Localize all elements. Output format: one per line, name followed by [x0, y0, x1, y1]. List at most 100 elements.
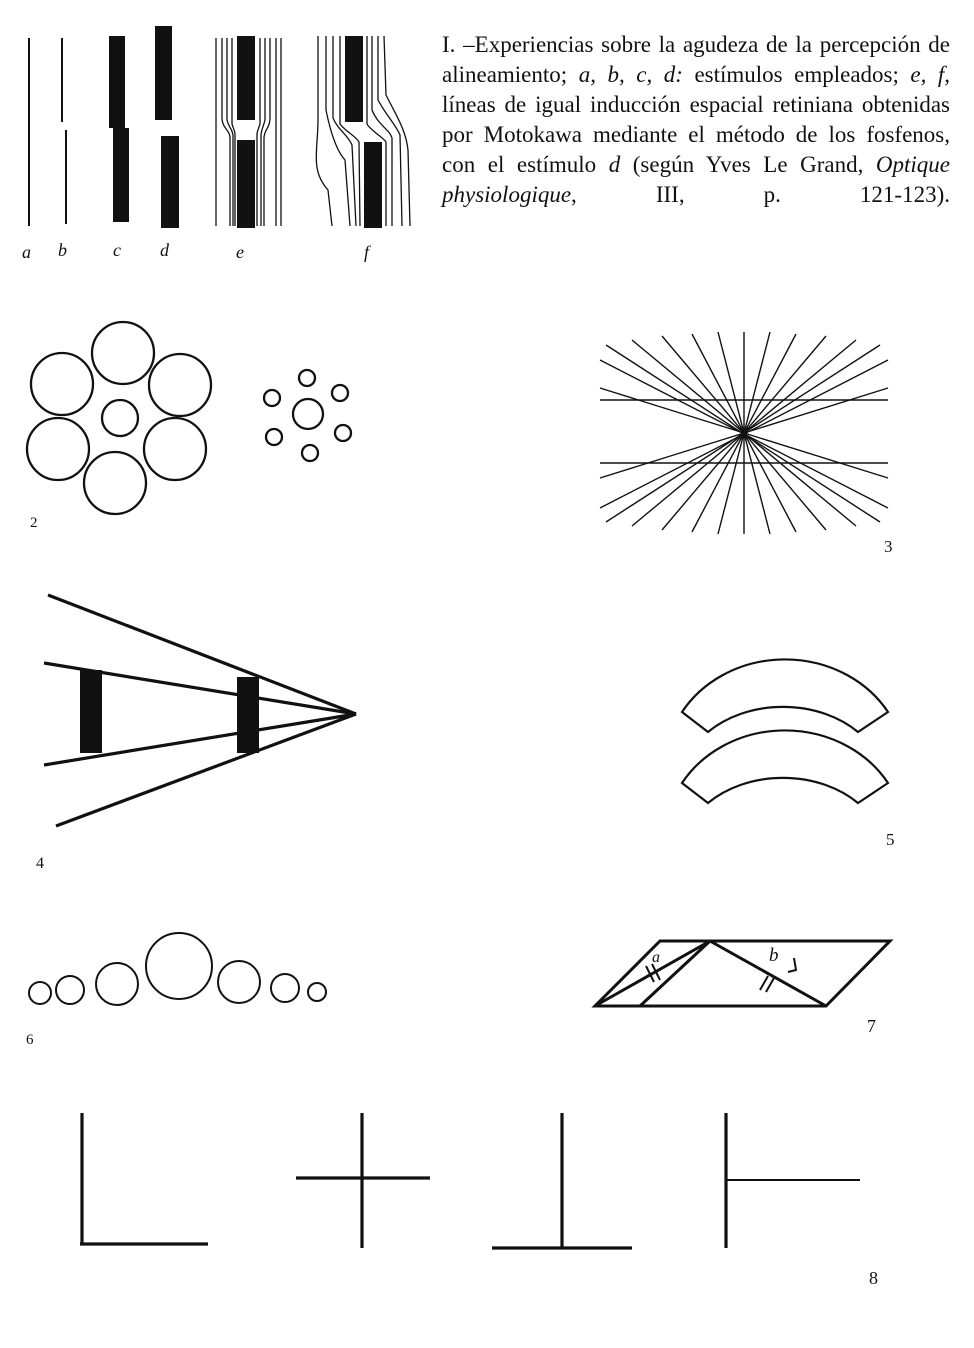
figure-1f-contour	[377, 36, 403, 227]
figure-6: 6	[26, 932, 327, 1048]
figure-6-circle	[95, 962, 139, 1006]
figure-1e-contour	[221, 38, 231, 226]
figure-1-sublabel-c: c	[113, 240, 121, 260]
caption-dash: –	[463, 32, 475, 57]
figure-7-mark	[787, 957, 798, 973]
figure-1e-contour	[226, 38, 234, 226]
figure-2-left-surround-circle	[82, 450, 148, 516]
figure-2-right-surround-circle	[333, 423, 353, 443]
figure-1f-contour	[332, 36, 357, 227]
figure-1f-contour	[366, 36, 387, 226]
figure-7-parallelogram	[591, 939, 894, 1008]
figure-6-number: 6	[26, 1032, 34, 1048]
caption-number: I.	[442, 32, 456, 57]
figure-4-outer-line-top	[47, 593, 357, 716]
figure-1f-contour	[371, 36, 393, 226]
figure-1f-bar-top	[345, 36, 363, 122]
caption-part5: , III, p. 121-123).	[571, 182, 950, 207]
figure-2-right-surround-circle	[297, 368, 317, 388]
figure-6-circle	[217, 960, 261, 1004]
figure-1c-bar-top	[109, 36, 125, 128]
caption-part2: estímulos empleados;	[694, 62, 899, 87]
figure-1f-contour	[315, 36, 333, 227]
figure-4: 4	[36, 593, 357, 872]
figure-1e-contour	[260, 38, 266, 226]
figure-1f-contour	[339, 36, 361, 227]
figure-2-right-center-circle	[291, 397, 325, 431]
figure-4-inner-line-bottom	[43, 712, 357, 767]
figure-5-arc-bottom	[680, 729, 890, 805]
figure-1e-bar-bottom	[237, 140, 255, 228]
figure-1-sublabel-b: b	[58, 240, 67, 260]
figure-5-arc-top	[680, 658, 890, 734]
figure-1f-contour	[325, 36, 351, 227]
figure-7-tick-a	[645, 965, 655, 983]
figure-3-radial-lines	[599, 331, 889, 535]
figure-7-label-b: b	[769, 945, 779, 966]
figure-7: a b 7	[591, 939, 894, 1036]
figure-2-left-surround-circle	[142, 416, 208, 482]
figure-5: 5	[680, 658, 895, 849]
caption-labels-abcd: a, b, c, d:	[578, 62, 683, 87]
figure-1e-contour	[231, 38, 236, 226]
figure-2-left-center-circle	[100, 398, 140, 438]
figure-1d-bar-bottom	[161, 136, 179, 228]
figure-2-right-surround-circle	[264, 427, 284, 447]
figure-2-right-surround-circle	[262, 388, 282, 408]
figure-4-bar-left	[80, 670, 102, 753]
figure-6-circle	[55, 975, 85, 1005]
figure-1f-contour	[383, 35, 411, 227]
figure-2: 2	[25, 320, 353, 531]
figure-1e-bar-top	[237, 36, 255, 120]
figure-1-sublabel-d: d	[160, 240, 170, 260]
figure-6-circle	[270, 973, 300, 1003]
figure-5-number: 5	[886, 830, 895, 849]
figure-1e	[215, 36, 282, 228]
figure-3: 3	[599, 331, 893, 556]
figure-7-number: 7	[867, 1016, 876, 1036]
figure-7-tick-a	[651, 963, 661, 981]
figure-1f-bar-bottom	[364, 142, 382, 228]
figure-1c-bar-bottom	[113, 128, 129, 222]
figure-7-tick-b	[765, 977, 775, 993]
figure-1-caption: I. –Experiencias sobre la agudeza de la …	[442, 30, 950, 210]
figure-7-diagonal-b	[709, 939, 827, 1008]
figure-4-bar-right	[237, 677, 259, 753]
figure-2-left-surround-circle	[29, 351, 95, 417]
caption-part3: líneas de igual inducción espacial retin…	[442, 92, 950, 177]
caption-labels-ef: e, f,	[910, 62, 951, 87]
figure-2-right-surround-circle	[300, 443, 320, 463]
caption-book-title: Optique physiologique	[442, 152, 951, 207]
caption-label-d: d	[608, 152, 621, 177]
figure-7-divider	[638, 939, 712, 1008]
figure-8: 8	[80, 1113, 878, 1288]
figure-3-number: 3	[884, 537, 893, 556]
figure-7-label-a: a	[652, 949, 660, 966]
figure-1-sublabels: a b c d e f	[22, 240, 372, 262]
figure-1-sublabel-e: e	[236, 242, 244, 262]
figure-6-circle	[28, 981, 52, 1005]
figure-8-number: 8	[869, 1268, 878, 1288]
figure-1-sublabel-a: a	[22, 242, 31, 262]
figure-6-circle	[307, 982, 327, 1002]
figure-4-number: 4	[36, 855, 44, 872]
figure-7-tick-b	[759, 975, 769, 991]
caption-part4: (según Yves Le Grand,	[632, 152, 864, 177]
figure-1e-contour	[263, 38, 271, 226]
caption-part1: Experiencias sobre la agudeza de la perc…	[442, 32, 950, 87]
figure-1d-bar-top	[155, 26, 172, 120]
figure-2-left-surround-circle	[25, 416, 91, 482]
figure-1-sublabel-f: f	[364, 242, 372, 262]
figure-2-right-surround-circle	[330, 383, 350, 403]
figure-1e-contour	[256, 38, 261, 226]
figure-2-left-surround-circle	[147, 352, 213, 418]
figure-2-number: 2	[30, 515, 38, 531]
figure-4-outer-line-bottom	[55, 712, 357, 828]
figure-2-left-surround-circle	[90, 320, 156, 386]
figure-7-diagonal-a	[594, 939, 711, 1008]
figure-1: a b c d e f	[22, 26, 411, 262]
figure-1f	[315, 35, 411, 228]
figure-6-circle	[145, 932, 213, 1000]
